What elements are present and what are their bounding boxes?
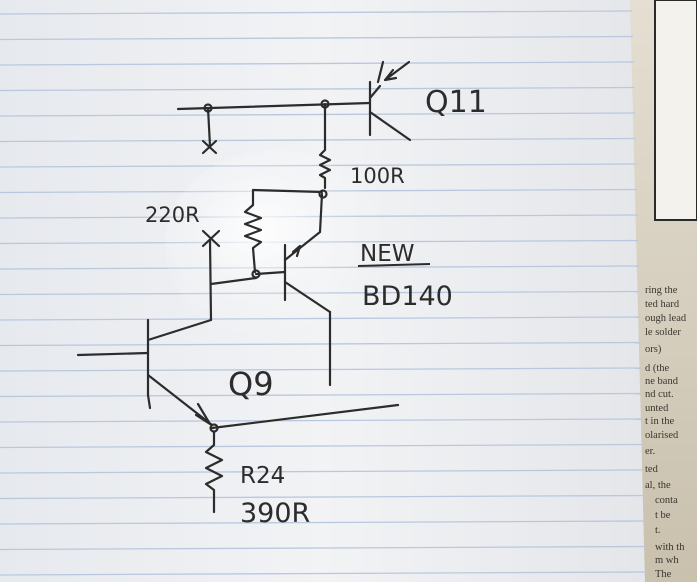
label-q11: Q11: [425, 85, 487, 120]
q9-emitter: [146, 373, 214, 427]
resistor-100r: [318, 102, 332, 190]
flash-glare: [165, 150, 385, 340]
q11-collector: [368, 84, 382, 100]
rule-line: [0, 35, 633, 41]
bd140-collector: [283, 280, 332, 314]
book-text-line: m wh: [655, 555, 679, 566]
rule-line: [0, 469, 644, 474]
rule-line: [0, 341, 641, 347]
book-text-line: conta: [655, 495, 678, 506]
book-text-line: ors): [645, 344, 662, 355]
book-text-line: al, the: [645, 480, 671, 491]
resistor-220r: [243, 188, 263, 274]
bottom-wire: [210, 403, 400, 430]
notebook-page: [0, 0, 647, 582]
book-text-line: nd cut.: [645, 389, 674, 400]
label-390r: 390R: [240, 498, 310, 529]
rule-line: [0, 545, 646, 551]
wire: [209, 276, 258, 286]
book-text-line: ted: [645, 464, 659, 475]
book-text-line: le solder: [645, 327, 681, 338]
circuit-schematic: [76, 60, 412, 514]
rule-line: [0, 418, 643, 423]
book-text-line: ted hard: [645, 299, 680, 310]
resistor-r24: [204, 430, 224, 514]
label-new: NEW: [360, 241, 414, 267]
rule-line: [0, 494, 645, 500]
rule-line: [0, 61, 634, 66]
cut-mark-top: [201, 139, 218, 155]
label-100r: 100R: [350, 164, 405, 188]
rule-line: [0, 443, 644, 449]
book-text-line: The: [655, 569, 672, 580]
book-text-line: t be: [655, 510, 671, 521]
q11-lead: [376, 60, 385, 84]
book-text-fragments: ring the ted hard ough lead le solder ors) d …: [645, 285, 687, 580]
rule-line: [0, 10, 633, 15]
wire: [146, 393, 152, 410]
book-text-line: t in the: [645, 416, 675, 427]
book-text-line: ough lead: [645, 313, 687, 324]
q11-emitter: [368, 110, 412, 142]
node-dot: [318, 189, 328, 199]
q9-arrow: [194, 402, 212, 426]
rule-line: [0, 392, 642, 398]
book-text-line: unted: [645, 403, 669, 414]
book-text-line: olarised: [645, 430, 679, 441]
rule-line: [0, 112, 635, 117]
cut-mark-left: [201, 229, 221, 248]
new-underline: [357, 263, 431, 267]
label-220r: 220R: [145, 203, 200, 227]
rule-line: [0, 520, 646, 525]
label-q9: Q9: [228, 365, 274, 403]
rule-line: [0, 571, 647, 576]
bd140-emitter: [283, 230, 322, 262]
wire: [251, 188, 324, 194]
wire: [206, 106, 212, 148]
rule-line: [0, 367, 642, 372]
q9-collector: [146, 318, 213, 342]
book-text-line: ne band: [645, 376, 679, 387]
bd140-arrow: [291, 244, 302, 258]
bd140-base-wire: [254, 270, 287, 276]
book-text-line: t.: [655, 525, 661, 536]
wire: [318, 192, 324, 234]
label-bd140: BD140: [362, 281, 453, 312]
book-text-line: d (the: [645, 363, 670, 374]
rule-line: [0, 86, 635, 92]
wire: [208, 238, 213, 322]
book-text-line: ring the: [645, 285, 678, 296]
q11-arrow: [383, 60, 411, 82]
label-r24: R24: [240, 463, 285, 489]
rule-line: [0, 137, 636, 143]
q9-base-wire: [76, 351, 150, 357]
book-text-line: er.: [645, 446, 655, 457]
book-text-line: with th: [655, 542, 685, 553]
top-wire: [176, 101, 372, 111]
